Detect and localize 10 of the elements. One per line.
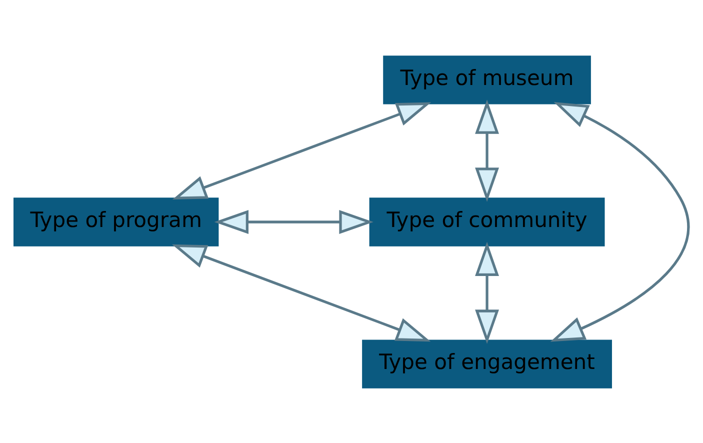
arrow — [475, 241, 499, 344]
node-box: Type of museum — [383, 55, 591, 104]
node-box: Type of program — [13, 197, 219, 246]
arrow — [475, 99, 499, 202]
arrow — [214, 210, 374, 234]
arrow — [172, 102, 432, 200]
node-box: Type of engagement — [362, 339, 612, 388]
node-box: Type of community — [369, 197, 605, 246]
arrow — [550, 102, 690, 342]
arrow — [172, 244, 431, 342]
